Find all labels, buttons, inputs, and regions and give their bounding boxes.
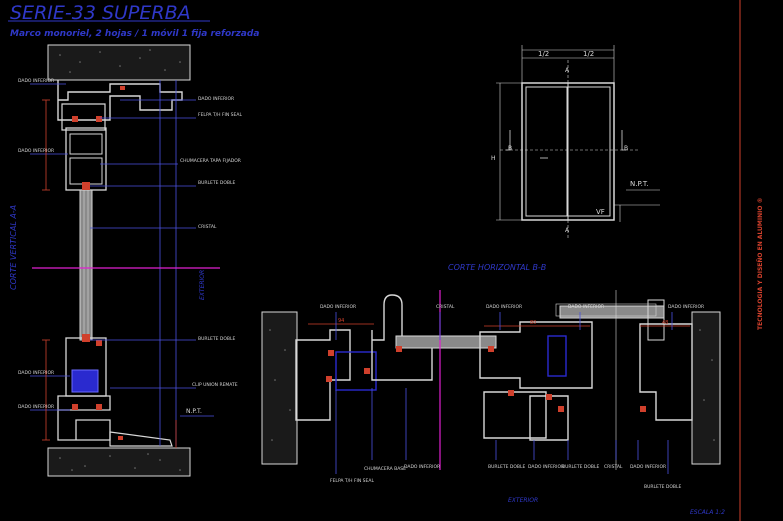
left-jamb-profile xyxy=(295,329,351,421)
right-jamb-profile xyxy=(639,323,693,421)
callout-h-10: BURLETE DOBLE xyxy=(562,464,599,470)
vertical-section-label-wrap: CORTE VERTICAL A-A xyxy=(9,205,18,290)
callout-v-2: FELPA T/H FIN SEAL xyxy=(198,112,242,118)
elev-letter-a-bottom: A xyxy=(565,227,570,234)
sill-profile xyxy=(57,395,111,441)
horizontal-section-label: CORTE HORIZONTAL B-B xyxy=(448,263,546,272)
glass-pane-horizontal-left xyxy=(395,335,497,349)
hatch-dots xyxy=(59,49,181,471)
left-jamb-wall xyxy=(261,311,298,465)
meeting-rail-reinforcement xyxy=(547,335,567,377)
exterior-label-horizontal: EXTERIOR xyxy=(508,497,538,504)
left-lock-reinforcement xyxy=(335,351,377,391)
elevation-view: 1/2 1/2 A A B B H VF N.P.T. xyxy=(491,45,660,238)
callout-h-4: DADO INFERIOR xyxy=(668,304,704,310)
horizontal-dimensions xyxy=(308,323,690,327)
callout-h-12: DADO INFERIOR xyxy=(630,464,666,470)
elev-letter-b-left: B xyxy=(508,145,512,152)
callout-h-9: DADO INFERIOR xyxy=(528,464,564,470)
callout-h-8: BURLETE DOBLE xyxy=(488,464,525,470)
right-jamb-wall xyxy=(691,311,721,465)
callout-h-0: DADO INFERIOR xyxy=(320,304,356,310)
head-frame-profile xyxy=(57,80,183,121)
callout-v-9: CLIP UNION REMATE xyxy=(192,382,238,388)
callout-v-8: DADO INFERIOR xyxy=(18,370,54,376)
head-sash-profile xyxy=(61,103,106,131)
upper-sash-chamber-2 xyxy=(69,157,103,185)
callout-v-4: CHUMACERA TAPA FIJADOR xyxy=(180,158,241,164)
scale-label: ESCALA 1:2 xyxy=(690,509,725,516)
top-wall xyxy=(47,44,191,81)
horizontal-callout-labels: DADO INFERIOR CRISTAL DADO INFERIOR DADO… xyxy=(320,304,704,490)
elev-vf: VF xyxy=(596,208,605,216)
callout-h-1: CRISTAL xyxy=(436,304,455,310)
elev-half-left: 1/2 xyxy=(538,50,549,58)
callout-v-10: DADO INFERIOR xyxy=(18,404,54,410)
elevation-leaf-right xyxy=(566,86,611,217)
lower-sash-reinforcement xyxy=(71,369,99,393)
elev-letter-b-right: B xyxy=(624,145,628,152)
meeting-rail-profile xyxy=(479,321,593,389)
elev-npt: N.P.T. xyxy=(630,180,649,188)
drawing-title: SERIE-33 SUPERBA xyxy=(10,2,191,24)
callout-h-6: CHUMACERA BASE xyxy=(364,466,406,472)
vertical-section-label: CORTE VERTICAL A-A xyxy=(9,205,18,290)
vertical-dimensions xyxy=(42,99,177,448)
exterior-label-vertical: EXTERIOR xyxy=(199,270,206,300)
callout-h-2: DADO INFERIOR xyxy=(486,304,522,310)
elev-letter-a-top: A xyxy=(565,67,570,74)
vertical-leaders xyxy=(30,80,196,446)
callout-v-0: DADO INFERIOR xyxy=(18,78,54,84)
horizontal-leaders xyxy=(335,312,673,474)
vertical-callout-labels: DADO INFERIOR DADO INFERIOR FELPA T/H FI… xyxy=(18,78,242,410)
side-credit: TECNOLOGIA Y DISEÑO EN ALUMINIO ® xyxy=(757,197,764,330)
callout-h-7: DADO INFERIOR xyxy=(404,464,440,470)
horizontal-seals xyxy=(326,346,646,412)
exterior-label-v-wrap: EXTERIOR xyxy=(199,270,206,300)
elevation-leaf-left xyxy=(525,86,568,217)
horizontal-section: CORTE HORIZONTAL B-B xyxy=(261,263,725,516)
handle-profile xyxy=(371,294,433,381)
svg-text:80: 80 xyxy=(530,320,536,326)
svg-text:48: 48 xyxy=(662,320,668,326)
callout-h-3: DADO INFERIOR xyxy=(568,304,604,310)
callout-v-1: DADO INFERIOR xyxy=(198,96,234,102)
callout-v-3: DADO INFERIOR xyxy=(18,148,54,154)
callout-h-13: BURLETE DOBLE xyxy=(644,484,681,490)
elev-letter-h: H xyxy=(491,155,496,162)
callout-v-5: BURLETE DOBLE xyxy=(198,180,235,186)
fixed-leaf-profile-2 xyxy=(529,395,569,441)
sill-flashing xyxy=(109,431,173,447)
glass-pane-vertical xyxy=(79,189,93,341)
vertical-section: DADO INFERIOR DADO INFERIOR FELPA T/H FI… xyxy=(9,44,242,477)
npt-label-vertical: N.P.T. xyxy=(186,408,202,415)
vertical-seals xyxy=(72,86,125,440)
drawing-subtitle: Marco monoriel, 2 hojas / 1 móvil 1 fija… xyxy=(10,28,259,39)
upper-sash-chamber xyxy=(69,133,103,155)
callout-v-7: BURLETE DOBLE xyxy=(198,336,235,342)
elev-half-right: 1/2 xyxy=(583,50,594,58)
title-block: SERIE-33 SUPERBA Marco monoriel, 2 hojas… xyxy=(8,2,259,39)
svg-text:94: 94 xyxy=(338,318,344,324)
side-credit-text: TECNOLOGIA Y DISEÑO EN ALUMINIO ® xyxy=(757,197,764,330)
upper-sash-rail xyxy=(65,127,107,191)
callout-h-5: FELPA T/H FIN SEAL xyxy=(330,478,374,484)
callout-h-11: CRISTAL xyxy=(604,464,623,470)
fixed-leaf-profile xyxy=(483,391,547,439)
callout-v-6: CRISTAL xyxy=(198,224,217,230)
floor-slab xyxy=(47,447,191,477)
